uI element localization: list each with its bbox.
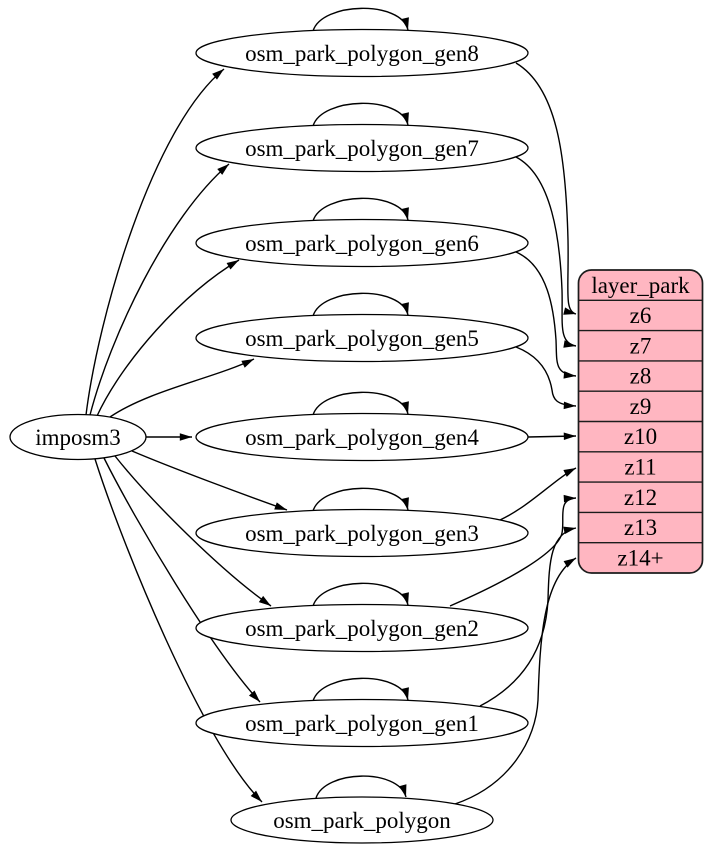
edge-imposm3-to-gen8 — [85, 68, 225, 416]
edge-imposm3-to-gen5 — [109, 358, 255, 418]
table-node-gen7: osm_park_polygon_gen7 — [195, 123, 529, 173]
layer-title: layer_park — [591, 273, 690, 298]
layer-row-label: z11 — [624, 455, 656, 480]
table-node-gen4: osm_park_polygon_gen4 — [195, 412, 529, 462]
edge-gen2-to-z12 — [449, 494, 577, 607]
edge-gen7-to-z7 — [515, 156, 577, 348]
table-label: osm_park_polygon_gen8 — [245, 41, 479, 66]
edge-gen5-to-z9 — [515, 346, 577, 410]
table-node — [195, 698, 529, 748]
self-loop-gen3 — [312, 487, 409, 512]
imposm3-node-group: imposm3 — [9, 413, 147, 461]
table-node-gen5: osm_park_polygon_gen5 — [195, 313, 529, 363]
table-label: osm_park_polygon_gen1 — [245, 711, 479, 736]
layer-row-label: z14+ — [617, 546, 663, 571]
table-label: osm_park_polygon_gen5 — [245, 326, 479, 351]
table-node-gen1: osm_park_polygon_gen1 — [195, 698, 529, 748]
table-node — [195, 28, 529, 78]
layer-row-label: z7 — [630, 334, 652, 359]
edge-imposm3-to-gen1 — [103, 457, 261, 703]
table-label: osm_park_polygon_gen3 — [245, 521, 479, 546]
self-loop-gen4 — [312, 391, 409, 416]
self-loop-gen7 — [312, 102, 409, 127]
table-node — [195, 123, 529, 173]
edge-imposm3-to-gen3 — [131, 450, 288, 511]
table-node — [230, 796, 494, 844]
layer-row-label: z10 — [624, 424, 657, 449]
self-loop-gen5 — [312, 292, 409, 317]
self-loop-gen2 — [312, 582, 409, 607]
table-node-gen6: osm_park_polygon_gen6 — [195, 218, 529, 268]
table-node — [195, 218, 529, 268]
self-loop-gen6 — [312, 197, 409, 222]
table-node — [195, 603, 529, 653]
edge-imposm3-to-gen2 — [114, 455, 272, 607]
table-label: osm_park_polygon_gen7 — [245, 136, 479, 161]
table-label: osm_park_polygon_gen2 — [245, 616, 479, 641]
self-loop-gen8 — [312, 7, 409, 32]
table-node — [195, 412, 529, 462]
imposm3-label: imposm3 — [35, 425, 121, 450]
edge-gen3-to-z11 — [499, 467, 577, 521]
edge-imposm3-to-polygon — [94, 458, 263, 803]
layer-row-label: z13 — [624, 515, 657, 540]
table-node — [195, 313, 529, 363]
edge-gen1-to-z13 — [479, 526, 577, 707]
layer-row-label: z8 — [630, 364, 652, 389]
table-node-gen8: osm_park_polygon_gen8 — [195, 28, 529, 78]
self-loop-gen1 — [312, 677, 409, 702]
edge-gen8-to-z6 — [515, 62, 577, 315]
edge-gen6-to-z8 — [515, 251, 577, 379]
layer-row-label: z9 — [630, 394, 652, 419]
edge-imposm3-to-gen7 — [89, 163, 230, 416]
table-node-gen3: osm_park_polygon_gen3 — [195, 508, 529, 558]
edge-polygon-to-z14 — [454, 557, 577, 805]
layer-park-node-group: layer_park z6 z7 z8 z9 z10 z11 z12 z13 z… — [577, 269, 704, 574]
layer-row-label: z12 — [624, 485, 657, 510]
self-loop-polygon — [315, 775, 407, 799]
table-label: osm_park_polygon — [273, 808, 451, 833]
table-label: osm_park_polygon_gen4 — [245, 425, 479, 450]
imposm3-node — [9, 413, 147, 461]
edge-imposm3-to-gen6 — [96, 259, 240, 417]
layer-row-label: z6 — [630, 303, 652, 328]
table-node-gen2: osm_park_polygon_gen2 — [195, 603, 529, 653]
table-label: osm_park_polygon_gen6 — [245, 231, 479, 256]
table-node — [195, 508, 529, 558]
table-node-polygon: osm_park_polygon — [230, 796, 494, 844]
edge-gen4-to-z10 — [527, 432, 577, 441]
